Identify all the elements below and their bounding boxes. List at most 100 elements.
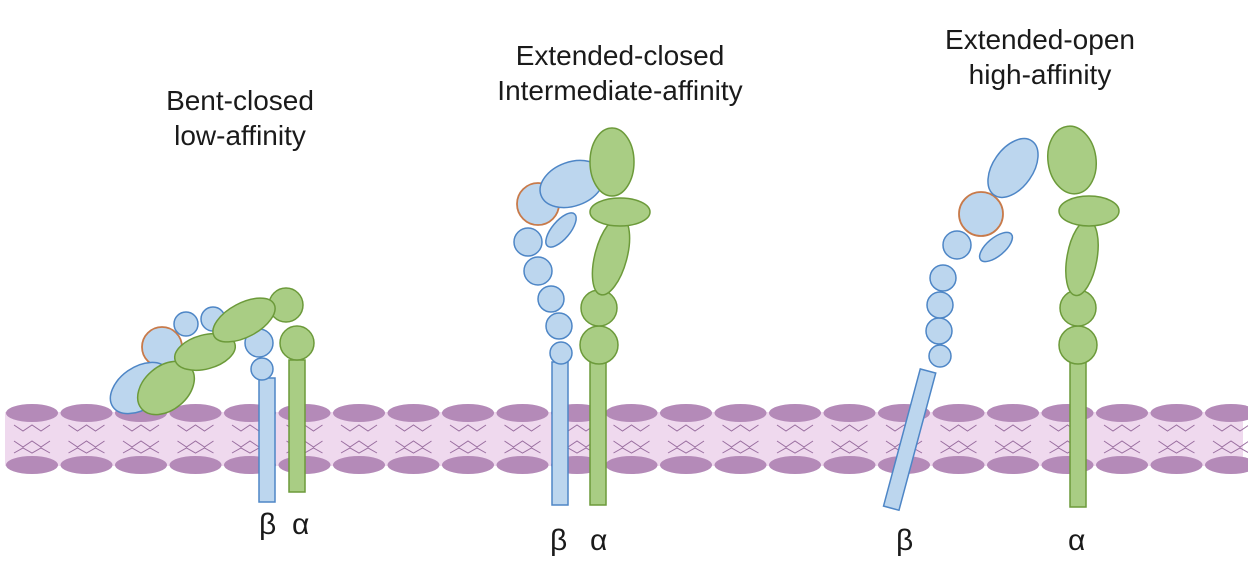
lipid-head-lower <box>769 456 821 474</box>
lipid-tail <box>831 447 868 454</box>
lipid-tail <box>667 424 705 432</box>
lipid-head-lower <box>496 456 549 474</box>
lipid-tail <box>1212 447 1248 454</box>
lipid-tail <box>776 447 814 454</box>
lipid-tail <box>395 424 432 432</box>
lipid-tail <box>122 447 160 454</box>
lipid-head-upper <box>823 404 876 422</box>
bent-beta-label: β <box>259 508 277 541</box>
lipid-tail <box>449 440 487 448</box>
lipid-tail <box>722 447 759 454</box>
lipid-tail <box>776 424 814 432</box>
lipid-head-upper <box>1205 404 1248 422</box>
lipid-tail <box>1158 440 1195 448</box>
lipid-head-upper <box>1150 404 1203 422</box>
extended-open-title-line-1: Extended-open <box>945 24 1135 55</box>
extclosed-beta-egf-2 <box>545 312 573 340</box>
lipid-tail <box>940 424 977 432</box>
extopen-alpha-propeller <box>1047 125 1097 195</box>
extclosed-beta-egf-1 <box>549 341 573 365</box>
bent-alpha-label: α <box>292 508 310 541</box>
lipid-tail <box>68 447 105 454</box>
lipid-tail <box>1103 440 1141 448</box>
extended-open-title: Extended-open high-affinity <box>900 22 1180 92</box>
lipid-tail <box>722 424 759 432</box>
lipid-head-upper <box>769 404 821 422</box>
extended-open-beta-label: β <box>896 524 914 557</box>
lipid-tail <box>177 424 214 432</box>
bent-beta-tail-domain <box>250 357 274 381</box>
bent-alpha-transmembrane-leg <box>288 359 306 493</box>
lipid-head-lower <box>387 456 440 474</box>
lipid-tail <box>1212 424 1248 432</box>
bent-closed-title: Bent-closed low-affinity <box>130 83 350 153</box>
lipid-head-lower <box>714 456 767 474</box>
extended-open-title-line-2: high-affinity <box>968 59 1112 90</box>
extended-closed-title-line-1: Extended-closed <box>515 40 725 71</box>
bent-alpha-thigh-ellipse-1 <box>173 332 237 372</box>
lipid-head-upper <box>60 404 113 422</box>
lipid-head-lower <box>660 456 712 474</box>
lipid-head-upper <box>1096 404 1148 422</box>
lipid-tail <box>994 447 1032 454</box>
bent-alpha-calf-domain <box>279 325 315 361</box>
extclosed-beta-egf-5 <box>513 227 543 257</box>
bent-alpha-thigh-ellipse-2 <box>212 297 276 343</box>
lipid-tail <box>1103 424 1141 432</box>
extended-closed-alpha-label: α <box>590 524 608 557</box>
lipid-tail <box>13 424 51 432</box>
extended-open-integrin <box>882 125 1120 512</box>
lipid-tail <box>776 440 814 448</box>
extclosed-alpha-calf-2 <box>579 325 619 365</box>
extended-closed-title: Extended-closed Intermediate-affinity <box>455 38 785 108</box>
lipid-tail <box>1158 424 1195 432</box>
lipid-head-upper <box>932 404 985 422</box>
lipid-head-lower <box>60 456 113 474</box>
extopen-beta-transmembrane-leg <box>882 368 937 512</box>
bent-beta-egf-small-1 <box>173 311 199 337</box>
extclosed-alpha-propeller <box>589 127 635 197</box>
lipid-tail <box>613 447 650 454</box>
extclosed-beta-egf-4 <box>523 256 553 286</box>
extopen-alpha-genu <box>1058 195 1120 227</box>
lipid-head-upper <box>714 404 767 422</box>
lipid-tail <box>613 424 650 432</box>
lipid-tail <box>449 447 487 454</box>
lipid-bilayer-membrane <box>5 404 1248 474</box>
lipid-head-lower <box>987 456 1039 474</box>
bent-beta-transmembrane-leg <box>258 377 276 503</box>
lipid-tail <box>504 440 541 448</box>
lipid-tail <box>504 424 541 432</box>
lipid-head-lower <box>115 456 167 474</box>
extopen-beta-i-domain <box>987 137 1039 199</box>
extclosed-beta-egf-3 <box>537 285 565 313</box>
lipid-tail <box>667 447 705 454</box>
lipid-tail <box>613 440 650 448</box>
lipid-tail <box>722 440 759 448</box>
lipid-tail <box>1103 447 1141 454</box>
lipid-tail <box>940 440 977 448</box>
lipid-head-lower <box>605 456 658 474</box>
extopen-beta-psi-domain <box>978 231 1014 263</box>
lipid-tail <box>68 424 105 432</box>
lipid-head-upper <box>387 404 440 422</box>
lipid-tail <box>177 440 214 448</box>
lipid-tail <box>395 447 432 454</box>
extclosed-beta-transmembrane-leg <box>551 361 569 506</box>
lipid-tail <box>177 447 214 454</box>
bent-closed-integrin <box>109 287 315 503</box>
lipid-head-lower <box>442 456 494 474</box>
lipid-tail <box>1212 440 1248 448</box>
extended-closed-title-line-2: Intermediate-affinity <box>497 75 743 106</box>
lipid-tail <box>13 440 51 448</box>
lipid-tail <box>122 440 160 448</box>
lipid-head-upper <box>169 404 222 422</box>
extclosed-alpha-transmembrane-leg <box>589 361 607 506</box>
lipid-head-lower <box>1205 456 1248 474</box>
extclosed-alpha-genu <box>589 197 651 227</box>
lipid-tail <box>831 424 868 432</box>
lipid-tail <box>449 424 487 432</box>
extopen-alpha-calf-2 <box>1058 325 1098 365</box>
lipid-head-upper <box>442 404 494 422</box>
